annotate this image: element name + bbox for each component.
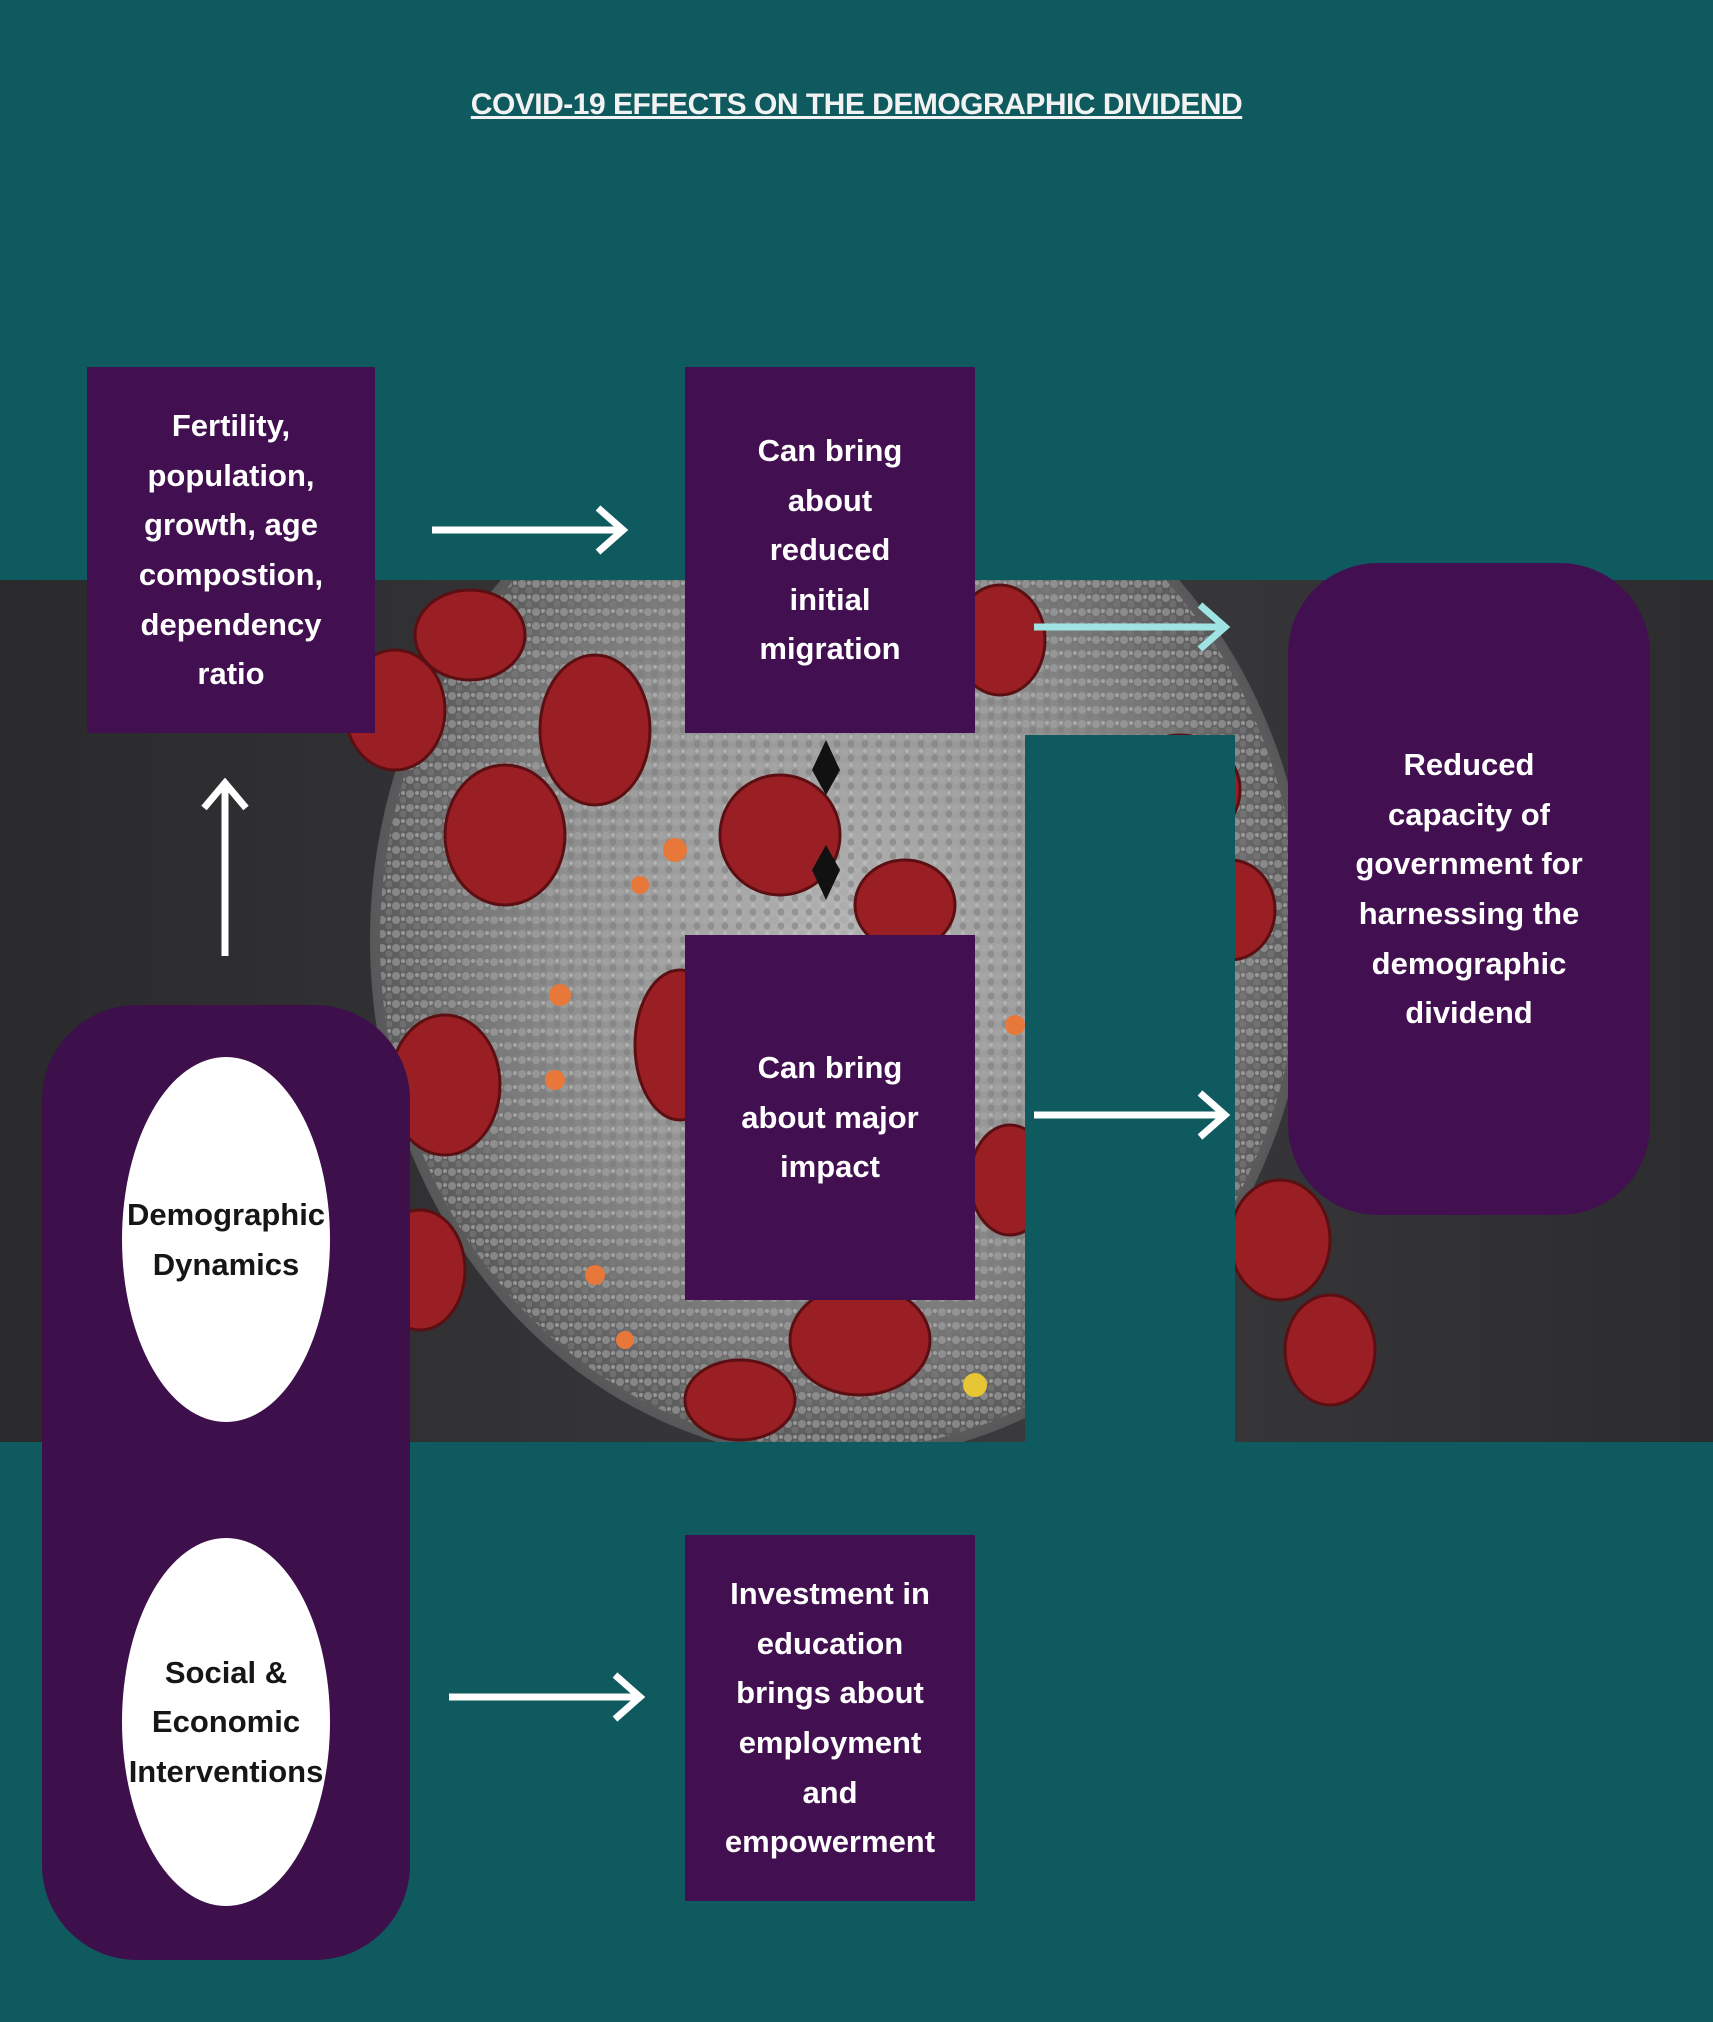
reduced-migration-box: Can bring about reduced initial migratio… bbox=[685, 367, 975, 733]
arrow-up-icon bbox=[201, 778, 249, 956]
social-economic-circle: Social & Economic Interventions bbox=[122, 1538, 330, 1906]
reduced-capacity-box: Reduced capacity of government for harne… bbox=[1288, 563, 1650, 1215]
investment-box: Investment in education brings about emp… bbox=[685, 1535, 975, 1901]
arrow-right-icon bbox=[432, 505, 629, 555]
arrow-right-icon bbox=[1034, 1090, 1231, 1140]
fertility-box: Fertility, population, growth, age compo… bbox=[87, 367, 375, 733]
diagram-title: COVID-19 EFFECTS ON THE DEMOGRAPHIC DIVI… bbox=[470, 88, 1243, 121]
major-impact-box: Can bring about major impact bbox=[685, 935, 975, 1300]
demographic-dynamics-circle: Demographic Dynamics bbox=[122, 1057, 330, 1422]
arrow-right-icon bbox=[1034, 602, 1231, 652]
teal-gap bbox=[1025, 735, 1235, 993]
arrow-right-icon bbox=[449, 1672, 646, 1722]
